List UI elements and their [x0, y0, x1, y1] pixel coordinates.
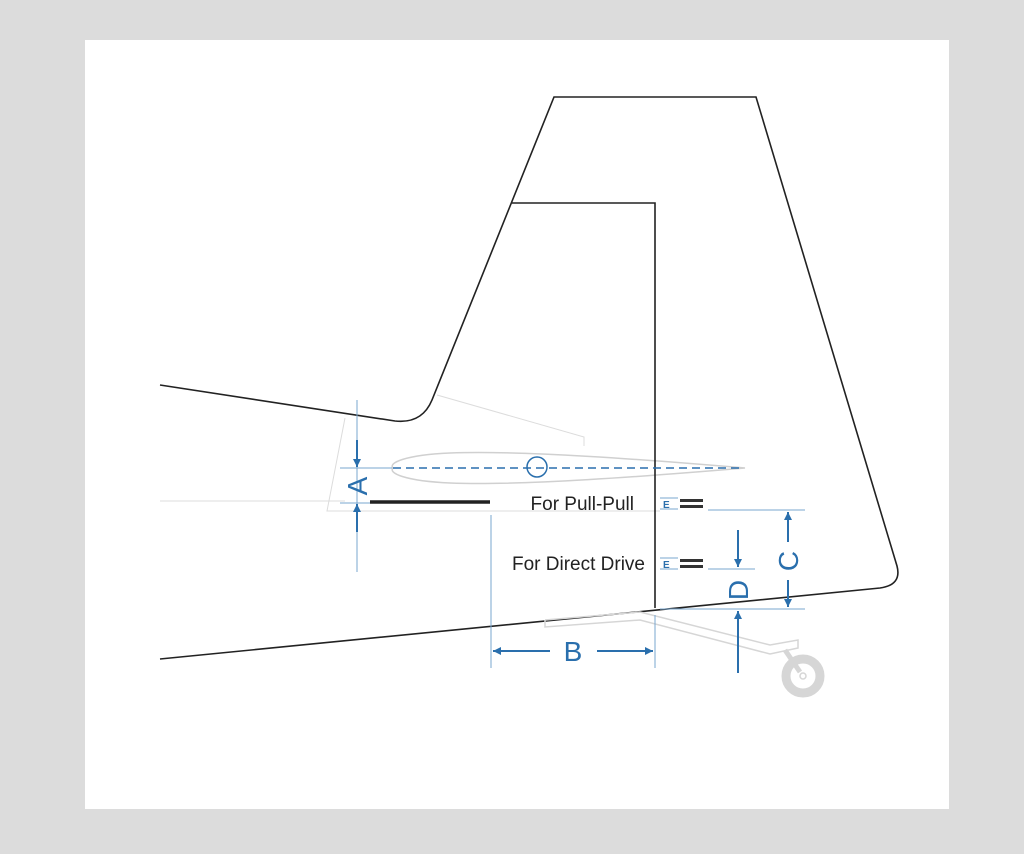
dimension-a [340, 400, 392, 572]
stabilizer-outline [160, 394, 660, 512]
tailwheel [544, 611, 825, 698]
pull-pull-marker: E [660, 497, 703, 511]
direct-drive-marker: E [660, 557, 703, 571]
panel [85, 40, 949, 809]
hinge-point [526, 456, 548, 478]
rudder-outline [512, 202, 656, 608]
dimension-d-label: D [723, 580, 754, 600]
dimension-c [660, 509, 805, 610]
dimension-b-label: B [564, 636, 583, 667]
direct-drive-label: For Direct Drive [512, 554, 645, 575]
e-marker-icon: E [663, 500, 670, 511]
dimension-a-label: A [342, 476, 373, 495]
pull-pull-label: For Pull-Pull [531, 494, 634, 515]
dimension-d [708, 530, 755, 673]
e-marker-icon: E [663, 560, 670, 571]
fin-outline [159, 96, 899, 660]
dimension-b [490, 515, 656, 668]
dimension-c-label: C [773, 551, 804, 571]
